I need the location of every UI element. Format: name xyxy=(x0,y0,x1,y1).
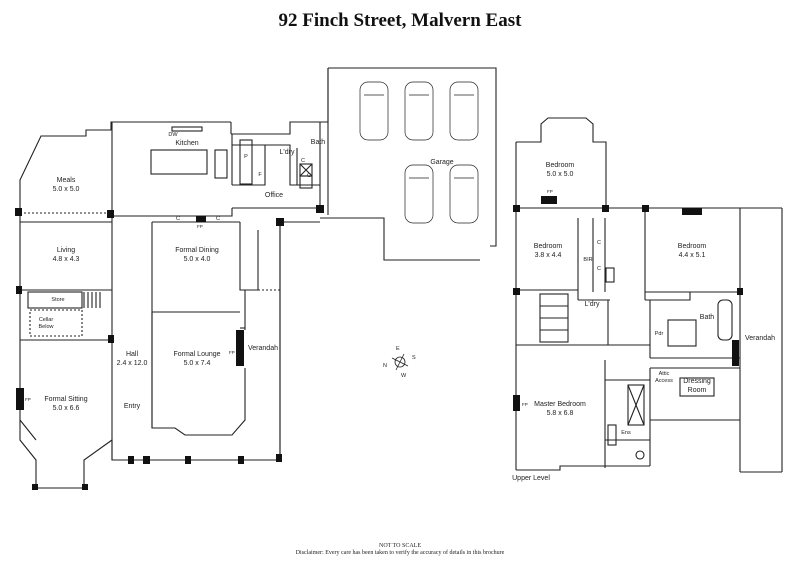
fireplace-label-lounge: FP xyxy=(229,350,235,355)
room-bir: BIR xyxy=(583,257,593,263)
fireplace-label-bedroom-top: FP xyxy=(547,189,553,194)
cupboard-label-2: C xyxy=(307,173,311,179)
room-verandah-upper: Verandah xyxy=(745,335,775,342)
fridge-label: F xyxy=(258,172,262,178)
compass-e: E xyxy=(396,346,400,352)
disclaimer-text: Disclaimer: Every care has been taken to… xyxy=(295,550,505,556)
compass-n: N xyxy=(383,363,387,369)
compass-w: W xyxy=(401,373,407,379)
room-laundry-upper: L'dry xyxy=(584,301,600,308)
room-bath-upper: Bath xyxy=(699,314,715,321)
cupboard-label-1: C xyxy=(301,158,305,164)
room-cellar: Cellar Below xyxy=(38,317,54,330)
attic-access-label: Attic Access xyxy=(655,371,673,384)
fireplace-label-master: FP xyxy=(522,402,528,407)
cupboard-label-upper-1: C xyxy=(597,240,601,246)
plan-title: 92 Finch Street, Malvern East xyxy=(278,10,522,31)
cupboard-label-3: C xyxy=(176,216,180,222)
room-kitchen: Kitchen xyxy=(175,140,199,147)
room-verandah-ground: Verandah xyxy=(248,345,278,352)
pantry-label: P xyxy=(244,154,248,160)
room-ensuite: Ens xyxy=(621,430,631,436)
room-store: Store xyxy=(51,297,65,303)
cupboard-label-upper-2: C xyxy=(597,266,601,272)
upper-level-label: Upper Level xyxy=(512,475,550,482)
not-to-scale-note: NOT TO SCALE xyxy=(378,543,421,549)
room-laundry: L'dry xyxy=(279,149,295,156)
fireplace-label-dining: FP xyxy=(197,224,203,229)
cupboard-label-4: C xyxy=(216,216,220,222)
fireplace-label-sitting: FP xyxy=(25,397,31,402)
room-dressing: Dressing Room xyxy=(683,378,711,394)
dishwasher-label: DW xyxy=(168,132,178,138)
room-bath: Bath xyxy=(310,139,326,146)
room-pdr: Pdr xyxy=(654,331,664,337)
upper-outer-wall xyxy=(516,117,607,210)
room-entry: Entry xyxy=(123,403,141,410)
compass-s: S xyxy=(412,355,416,361)
room-office: Office xyxy=(264,192,284,199)
room-garage: Garage xyxy=(430,159,454,166)
